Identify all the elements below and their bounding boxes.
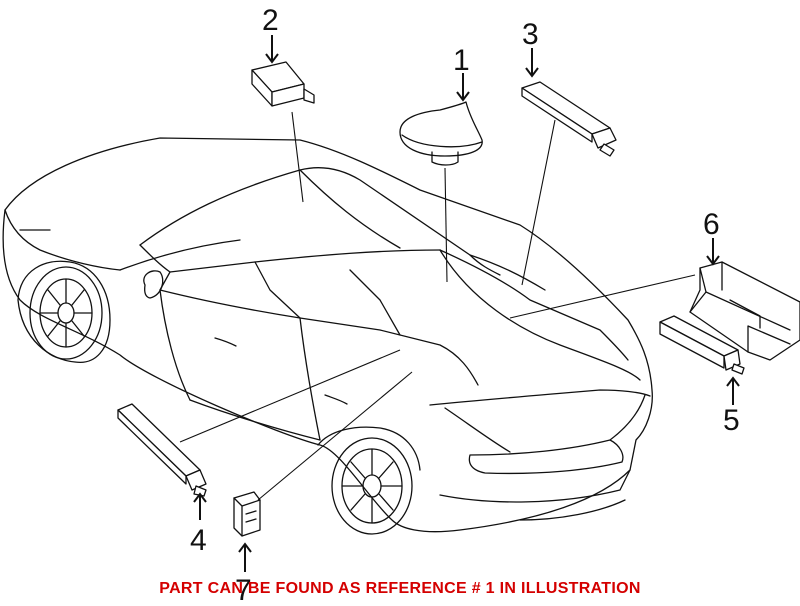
part-6-arrow — [706, 238, 720, 266]
part-2-module — [251, 61, 315, 107]
part-4-bar — [117, 403, 207, 497]
part-5-arrow — [726, 376, 740, 405]
part-7-leader-line — [257, 371, 413, 501]
part-7-clip — [233, 491, 261, 537]
callout-6: 6 — [703, 208, 720, 241]
part-3-arrow — [525, 48, 539, 78]
callout-2: 2 — [262, 4, 279, 37]
part-2-leader-line — [291, 111, 304, 203]
part-3-bar — [521, 81, 617, 157]
car-illustration — [2, 137, 653, 535]
callout-7: 7 — [235, 574, 252, 606]
callout-5: 5 — [723, 404, 740, 437]
part-6-leader-line — [509, 274, 696, 319]
part-7-arrow — [238, 542, 252, 572]
part-1-roof-antenna — [399, 101, 483, 166]
callout-1: 1 — [453, 44, 470, 77]
part-5-bar — [659, 315, 745, 375]
part-6-bracket — [689, 261, 800, 361]
part-3-leader-line — [521, 119, 556, 286]
callout-3: 3 — [522, 18, 539, 51]
part-2-arrow — [265, 35, 279, 64]
callout-4: 4 — [190, 524, 207, 557]
part-1-arrow — [456, 73, 470, 102]
part-1-leader-line — [444, 167, 448, 283]
part-4-arrow — [193, 492, 207, 520]
part-4-leader-line — [179, 349, 401, 443]
reference-note: PART CAN BE FOUND AS REFERENCE # 1 IN IL… — [159, 580, 641, 597]
